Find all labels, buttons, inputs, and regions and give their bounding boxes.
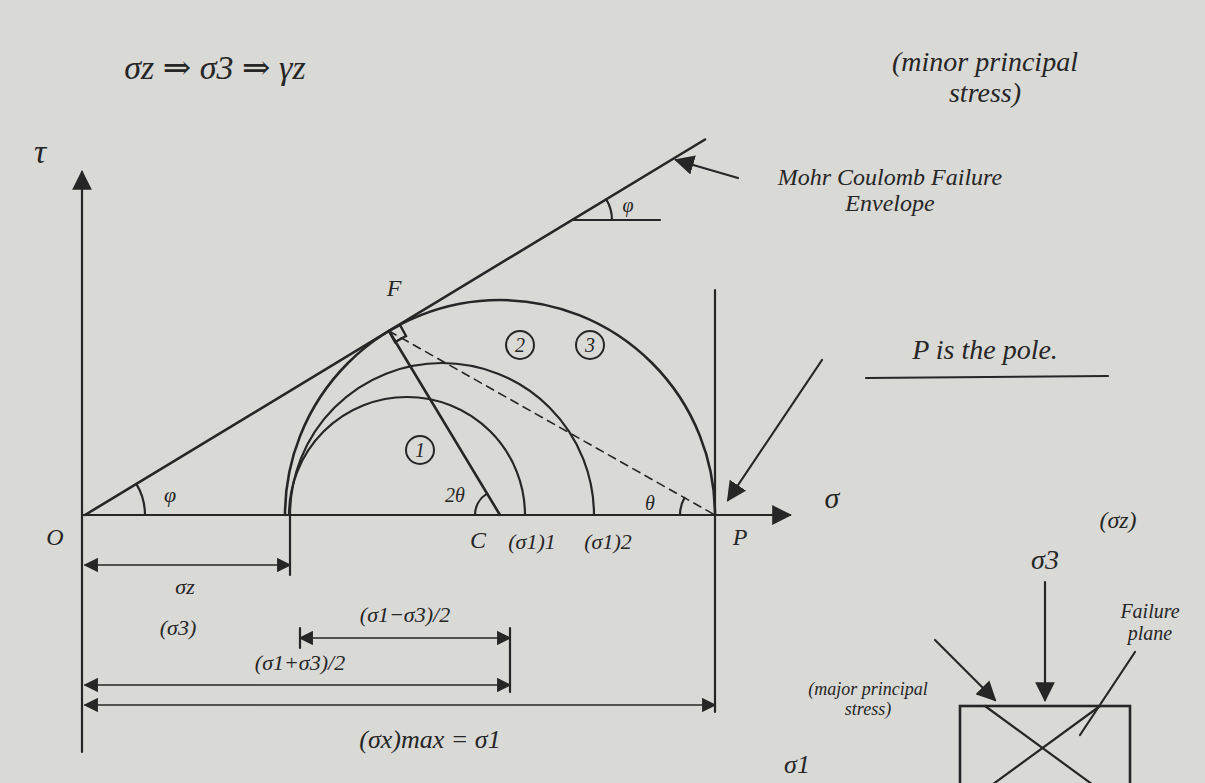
dimension-line	[85, 564, 290, 566]
dimension-tick	[289, 515, 291, 575]
callout-number: 3	[575, 330, 605, 360]
dimension-label: (σx)max = σ1	[359, 726, 500, 755]
point-label: F	[387, 275, 402, 301]
radius-line	[389, 331, 500, 515]
dimension-label: (σ3)	[160, 616, 197, 640]
angle-label: θ	[645, 492, 655, 514]
callout-number: 2	[505, 330, 535, 360]
failure-envelope	[85, 140, 705, 516]
leader-line	[1080, 652, 1135, 735]
dimension-label: (σ1+σ3)/2	[255, 651, 345, 675]
note: P is the pole.	[912, 335, 1058, 366]
stress-label: σ3	[1031, 545, 1059, 576]
angle-arc	[475, 494, 487, 515]
angle-label: φ	[622, 194, 633, 216]
underline	[866, 376, 1108, 378]
axis-label: τ	[34, 133, 46, 170]
callout-text: Failure plane	[1105, 600, 1195, 644]
sigma-axis	[82, 514, 790, 516]
stress-label: (major principal stress)	[798, 680, 938, 720]
angle-arc	[680, 498, 685, 515]
angle-label: φ	[164, 483, 176, 507]
tau-axis	[81, 172, 83, 752]
failure-plane-line	[985, 706, 1100, 783]
stress-arrow	[935, 640, 995, 700]
pole-line	[389, 331, 715, 515]
stress-arrow	[1044, 582, 1046, 700]
stress-label: (σz)	[1099, 507, 1136, 533]
angle-arc	[606, 199, 612, 220]
leader-line	[728, 360, 822, 500]
right-angle-mark	[389, 325, 406, 342]
dimension-line	[85, 704, 715, 706]
soil-element	[960, 706, 1130, 783]
dimension-line	[300, 637, 510, 639]
callout-text: Mohr Coulomb Failure Envelope	[755, 164, 1025, 217]
dimension-label: (σ1−σ3)/2	[360, 603, 450, 627]
heading-note: σz ⇒ σ3 ⇒ γz	[124, 49, 305, 86]
note: (minor principal stress)	[870, 47, 1100, 109]
dimension-label: σz	[175, 575, 194, 599]
axis-label: σ	[825, 481, 840, 514]
callout-number: 1	[405, 435, 435, 465]
point-label: (σ1)2	[584, 530, 632, 554]
point-label: (σ1)1	[508, 530, 556, 554]
point-label: C	[470, 527, 486, 553]
stress-label: σ1	[784, 750, 810, 779]
angle-label: 2θ	[445, 484, 465, 506]
point-label: O	[46, 524, 63, 550]
mohr-circle-3	[285, 300, 715, 515]
point-label: P	[733, 524, 748, 550]
mohr-circle-2	[290, 363, 594, 515]
dimension-tick	[714, 290, 716, 712]
angle-arc	[136, 484, 145, 515]
dimension-line	[85, 684, 510, 686]
reference-line	[572, 219, 660, 221]
leader-line	[676, 160, 738, 178]
failure-plane-line	[985, 706, 1100, 783]
